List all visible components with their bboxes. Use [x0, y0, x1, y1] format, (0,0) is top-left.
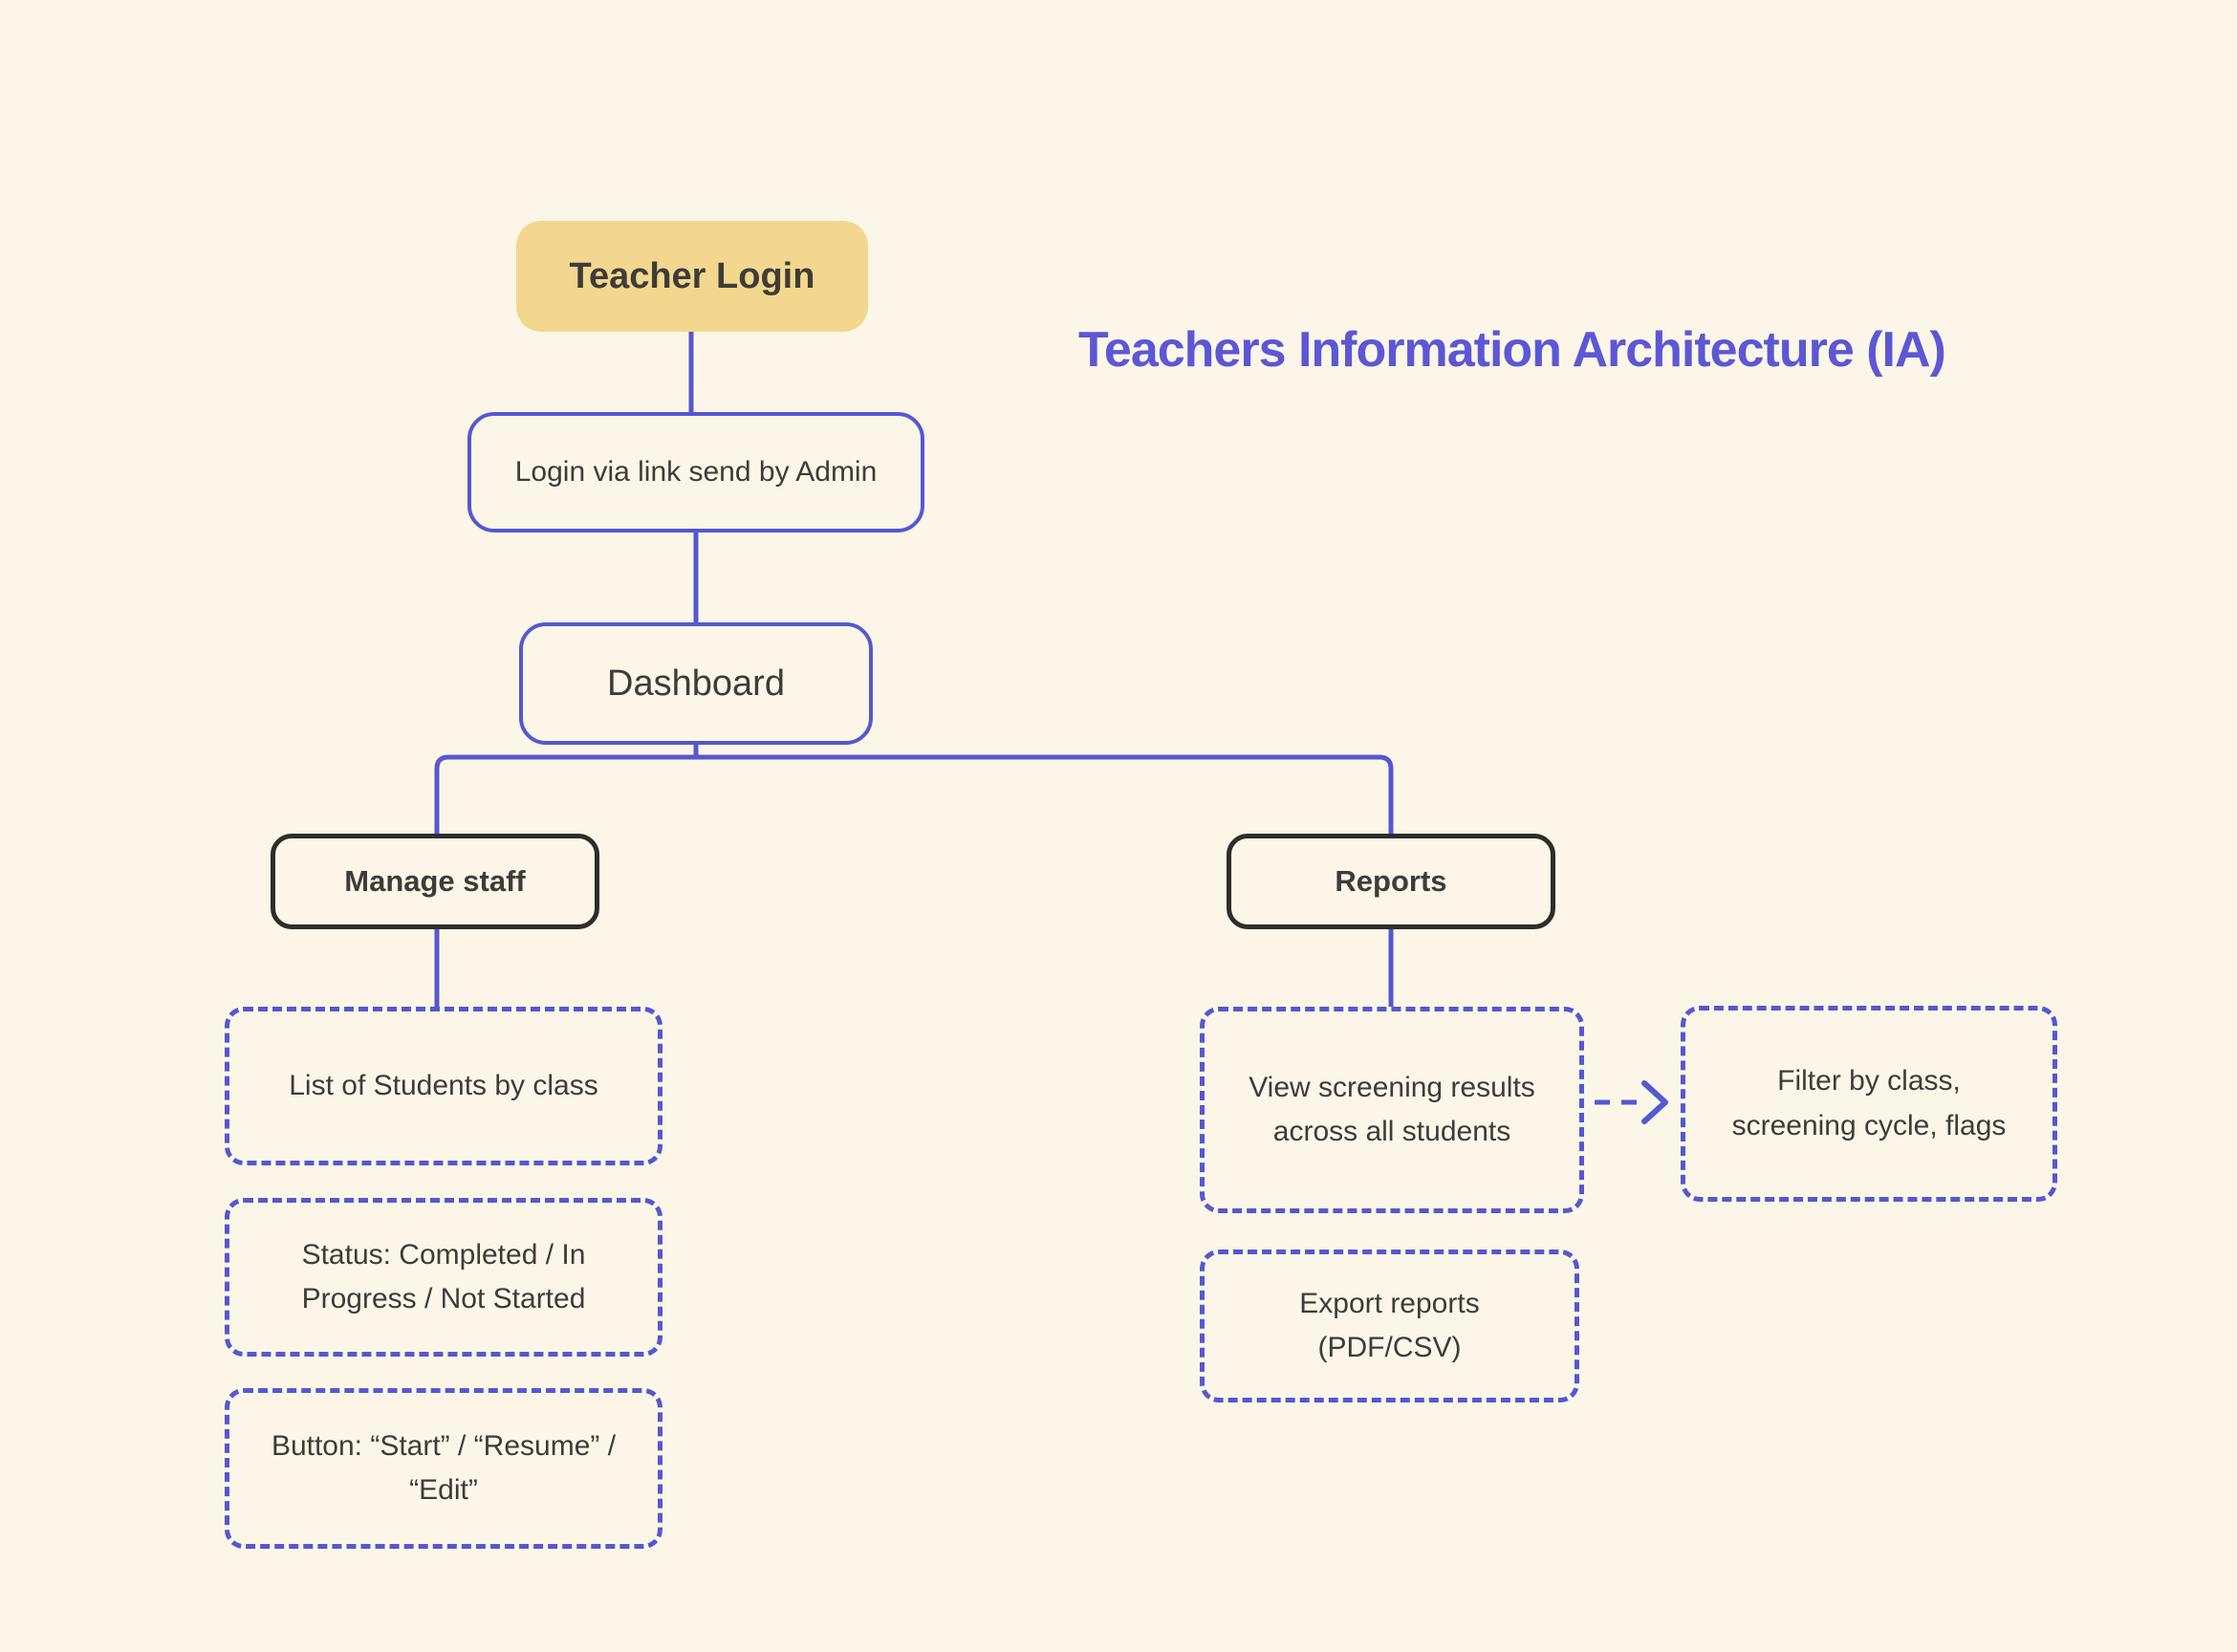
node-login-via-link: Login via link send by Admin [467, 412, 924, 533]
node-manage-staff: Manage staff [271, 834, 599, 929]
node-reports: Reports [1227, 834, 1555, 929]
node-view-screening-label: View screening results across all studen… [1249, 1071, 1535, 1148]
node-status-label: Status: Completed / In Progress / Not St… [301, 1238, 586, 1315]
node-filter: Filter by class, screening cycle, flags [1681, 1006, 2057, 1202]
node-teacher-login-label: Teacher Login [569, 255, 815, 296]
node-action-buttons: Button: “Start” / “Resume” / “Edit” [225, 1388, 662, 1549]
node-manage-staff-label: Manage staff [344, 863, 526, 898]
node-dashboard-label: Dashboard [607, 663, 785, 704]
node-list-of-students-label: List of Students by class [289, 1069, 598, 1101]
node-filter-label: Filter by class, screening cycle, flags [1731, 1065, 2007, 1141]
node-action-buttons-label: Button: “Start” / “Resume” / “Edit” [271, 1429, 617, 1507]
node-export-reports: Export reports (PDF/CSV) [1200, 1250, 1579, 1402]
node-login-via-link-label: Login via link send by Admin [514, 455, 878, 488]
dashed-arrow-head-icon [1641, 1080, 1668, 1124]
node-view-screening: View screening results across all studen… [1200, 1007, 1584, 1213]
node-export-reports-label: Export reports (PDF/CSV) [1299, 1287, 1480, 1364]
page-title: Teachers Information Architecture (IA) [1078, 322, 1946, 378]
node-list-of-students: List of Students by class [225, 1007, 662, 1165]
node-status: Status: Completed / In Progress / Not St… [225, 1198, 662, 1357]
node-dashboard: Dashboard [519, 622, 873, 745]
connector-branch-rail [434, 754, 1394, 834]
node-reports-label: Reports [1335, 863, 1447, 898]
node-teacher-login: Teacher Login [516, 221, 868, 332]
